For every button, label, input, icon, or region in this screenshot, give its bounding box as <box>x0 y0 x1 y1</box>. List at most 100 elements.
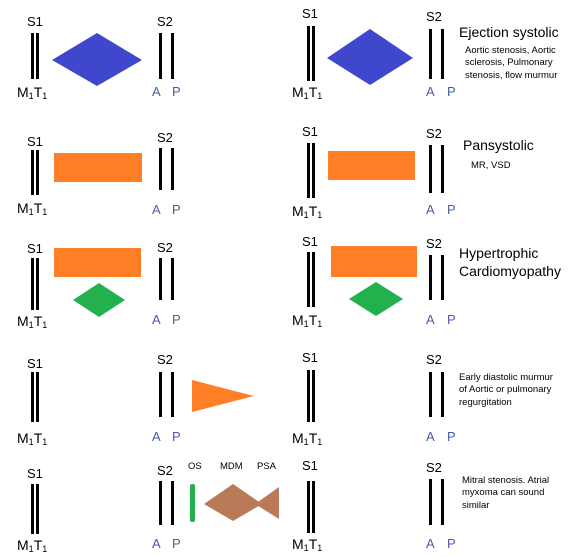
s1-line <box>307 481 310 533</box>
pansystolic-rect <box>328 151 415 180</box>
mdm-label: MDM <box>220 461 243 472</box>
murmur-title: Pansystolic <box>463 137 534 153</box>
s1-line <box>31 33 34 79</box>
s1-line <box>36 150 39 195</box>
s1-label: S1 <box>27 356 43 371</box>
s2-label: S2 <box>426 236 442 251</box>
m1t1-label: M1T1 <box>292 312 323 329</box>
s1-label: S1 <box>27 241 43 256</box>
a-label: A <box>152 202 161 217</box>
a2-line <box>429 372 432 417</box>
a2-line <box>159 33 162 79</box>
p2-line <box>171 33 174 79</box>
a2-line <box>429 145 432 193</box>
s2-label: S2 <box>157 240 173 255</box>
presystolic-accentuation <box>255 487 279 519</box>
hcm-diamond <box>349 282 403 316</box>
murmur-title: Ejection systolic <box>459 24 559 40</box>
os-label: OS <box>188 461 202 472</box>
s1-label: S1 <box>302 458 318 473</box>
a-label: A <box>152 84 161 99</box>
s1-line <box>307 143 310 198</box>
s1-line <box>312 370 315 422</box>
s1-label: S1 <box>27 134 43 149</box>
a2-line <box>159 372 162 417</box>
p-label: P <box>447 84 456 99</box>
s1-line <box>31 372 34 422</box>
m1t1-label: M1T1 <box>17 200 48 217</box>
a2-line <box>429 29 432 79</box>
p2-line <box>441 372 444 417</box>
a-label: A <box>152 312 161 327</box>
s1-line <box>312 26 315 81</box>
psa-label: PSA <box>257 461 277 472</box>
pansystolic-rect <box>54 153 142 182</box>
a2-line <box>429 479 432 525</box>
murmur-description: Aortic stenosis, Aortic sclerosis, Pulmo… <box>465 45 558 81</box>
a2-line <box>159 481 162 525</box>
s1-label: S1 <box>302 350 318 365</box>
m1t1-label: M1T1 <box>17 537 48 554</box>
s1-label: S1 <box>302 6 318 21</box>
s1-line <box>31 484 34 534</box>
m1t1-label: M1T1 <box>292 203 323 220</box>
murmur-description: Mitral stenosis. Atrial myxoma can sound… <box>462 475 550 511</box>
s2-label: S2 <box>426 126 442 141</box>
m1t1-label: M1T1 <box>292 536 323 553</box>
p-label: P <box>447 312 456 327</box>
s2-label: S2 <box>426 460 442 475</box>
a-label: A <box>152 429 161 444</box>
p2-line <box>441 145 444 193</box>
s2-label: S2 <box>157 463 173 478</box>
s1-label: S1 <box>302 124 318 139</box>
s2-label: S2 <box>157 352 173 367</box>
murmur-title: Hypertrophic Cardiomyopathy <box>459 245 561 279</box>
s1-label: S1 <box>302 234 318 249</box>
s1-line <box>312 143 315 198</box>
hcm-diamond <box>73 283 125 317</box>
s1-line <box>312 252 315 307</box>
a-label: A <box>426 429 435 444</box>
p-label: P <box>172 202 181 217</box>
hcm-rect <box>331 246 417 277</box>
a-label: A <box>426 84 435 99</box>
s1-line <box>36 258 39 310</box>
a2-line <box>429 255 432 300</box>
s1-line <box>31 258 34 310</box>
s2-label: S2 <box>426 352 442 367</box>
s1-line <box>36 33 39 79</box>
p2-line <box>441 255 444 300</box>
p-label: P <box>172 84 181 99</box>
m1t1-label: M1T1 <box>17 313 48 330</box>
s1-label: S1 <box>27 466 43 481</box>
s1-line <box>312 481 315 533</box>
s1-line <box>36 484 39 534</box>
p2-line <box>171 481 174 525</box>
s1-line <box>307 370 310 422</box>
a-label: A <box>426 312 435 327</box>
s1-label: S1 <box>27 14 43 29</box>
ejection-systolic-diamond <box>52 33 142 86</box>
p-label: P <box>447 202 456 217</box>
p-label: P <box>172 312 181 327</box>
m1t1-label: M1T1 <box>292 84 323 101</box>
p-label: P <box>172 429 181 444</box>
s1-line <box>36 372 39 422</box>
s1-line <box>307 26 310 81</box>
a-label: A <box>152 536 161 551</box>
p2-line <box>171 372 174 417</box>
m1t1-label: M1T1 <box>292 430 323 447</box>
hcm-rect <box>54 248 141 277</box>
s1-line <box>307 252 310 307</box>
a-label: A <box>426 536 435 551</box>
a2-line <box>159 148 162 190</box>
early-diastolic-triangle <box>192 380 254 412</box>
murmur-description: Early diastolic murmur of Aortic or pulm… <box>459 372 553 408</box>
murmur-description: MR, VSD <box>471 160 511 171</box>
m1t1-label: M1T1 <box>17 84 48 101</box>
p2-line <box>441 479 444 525</box>
p2-line <box>441 29 444 79</box>
p2-line <box>171 148 174 190</box>
a2-line <box>159 258 162 300</box>
